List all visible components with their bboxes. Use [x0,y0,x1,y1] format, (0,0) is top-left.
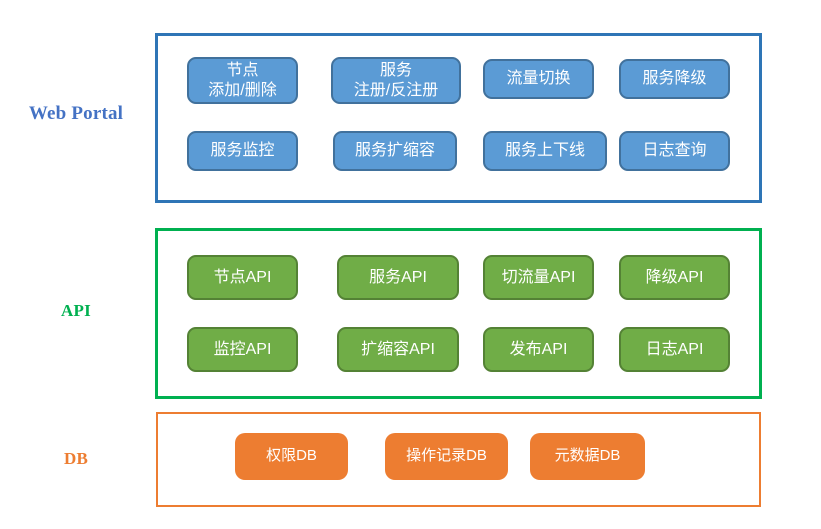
portal-node-traffic-switch: 流量切换 [483,59,594,99]
api-layer-box [155,228,762,399]
layer-label-api: API [61,301,91,320]
layer-label-db: DB [63,449,89,468]
portal-node-service-degrade: 服务降级 [619,59,730,99]
api-node-scale-api: 扩缩容API [337,327,459,372]
portal-node-service-scale: 服务扩缩容 [333,131,457,171]
api-node-publish-api: 发布API [483,327,594,372]
api-node-node-api: 节点API [187,255,298,300]
portal-node-log-query: 日志查询 [619,131,730,171]
db-node-metadata-db: 元数据DB [530,433,645,480]
portal-node-service-register: 服务 注册/反注册 [331,57,461,104]
layer-label-web-portal: Web Portal [28,103,124,124]
portal-node-service-online-offline: 服务上下线 [483,131,607,171]
api-node-log-api: 日志API [619,327,730,372]
api-node-degrade-api: 降级API [619,255,730,300]
api-node-monitor-api: 监控API [187,327,298,372]
api-node-service-api: 服务API [337,255,459,300]
api-node-traffic-switch-api: 切流量API [483,255,594,300]
portal-node-add-delete: 节点 添加/删除 [187,57,298,104]
portal-node-service-monitor: 服务监控 [187,131,298,171]
db-node-permission-db: 权限DB [235,433,348,480]
db-node-operation-log-db: 操作记录DB [385,433,508,480]
